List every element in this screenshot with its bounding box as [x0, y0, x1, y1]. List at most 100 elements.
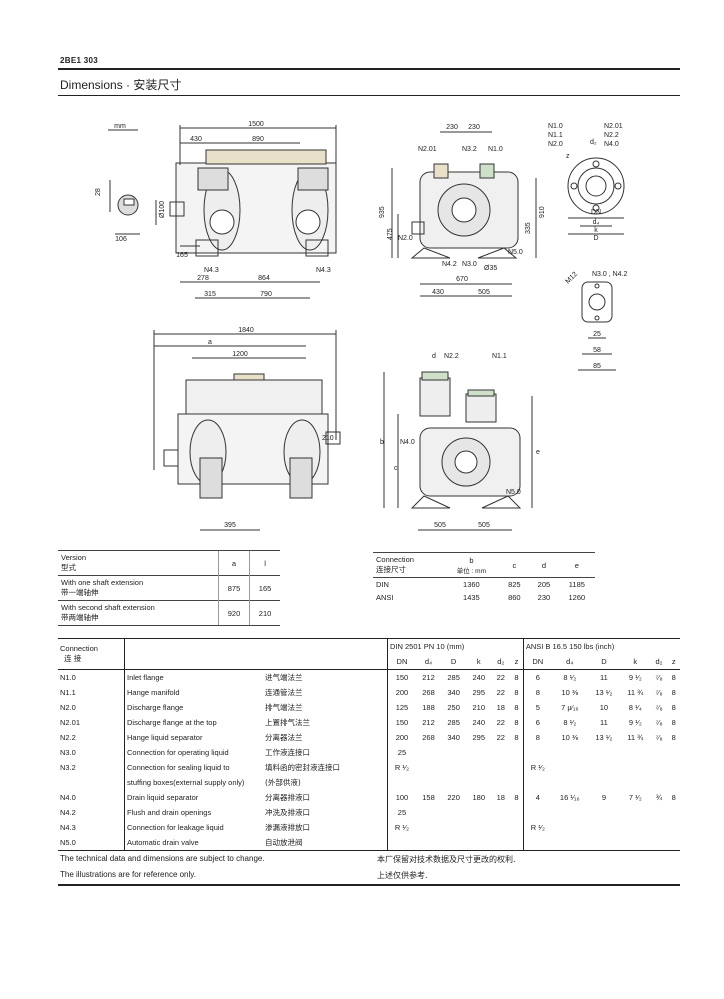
din-value: 285 — [441, 669, 467, 685]
connection-code: N4.2 — [60, 808, 76, 817]
ansi-value: 7 ¹⁄₂ — [628, 793, 642, 802]
ansi-value: 9 ¹⁄₂ — [619, 669, 651, 685]
din-value: 8 — [514, 718, 519, 727]
ansi-value: 8 ¹⁄₂ — [551, 669, 588, 685]
dim-a: a — [208, 339, 212, 346]
din-value: 8 — [514, 733, 519, 742]
ansi-value: 9 — [601, 793, 606, 802]
small-flange-drawing — [578, 281, 616, 371]
din-value: 8 — [514, 793, 519, 802]
ansi-value — [588, 820, 620, 835]
ansi-value — [620, 745, 651, 760]
dim-230-left: 230 — [446, 124, 458, 131]
ansi-value: 8 ¹⁄₂ — [563, 718, 577, 727]
connection-name-zh: 排气端法兰 — [265, 703, 303, 712]
din-value: 340 — [447, 688, 460, 697]
header-rule — [58, 68, 680, 70]
ansi-value — [620, 775, 651, 790]
din-value: 8 — [514, 703, 519, 712]
flange-d: D — [593, 235, 598, 242]
dimension-drawings: 1500 430 890 mm 28 Ø100 106 165 N4.3 N4.… — [95, 121, 628, 531]
din-value — [466, 760, 491, 775]
dim-210: 210 — [322, 435, 334, 442]
bottom-rule — [58, 884, 680, 886]
din-value: 220 — [447, 793, 460, 802]
footer-note-zh-2: 上述仅供参考. — [377, 871, 428, 880]
dim-430-front: 430 — [432, 289, 444, 296]
flange-label-n201: N2.01 — [604, 123, 623, 130]
ansi-value — [588, 775, 620, 790]
label-n20: N2.0 — [398, 235, 413, 242]
connection-name-zh: (外部供液) — [265, 778, 301, 787]
din-value: 268 — [422, 733, 435, 742]
ansi-value — [620, 835, 651, 850]
din-value — [466, 820, 491, 835]
label-n201: N2.01 — [418, 146, 437, 153]
ansi-value: 9 ¹⁄₂ — [628, 718, 642, 727]
din-value — [510, 820, 523, 835]
dim-dia35: Ø35 — [484, 265, 497, 272]
dim-430: 430 — [190, 136, 202, 143]
din-value — [416, 760, 441, 775]
ansi-value: 6 — [522, 669, 552, 685]
dim-935: 935 — [379, 206, 386, 218]
flange-label-n10: N1.0 — [548, 123, 563, 130]
ansi-value: R ¹⁄₂ — [522, 760, 552, 775]
din-value — [441, 745, 466, 760]
din-value: 200 — [386, 685, 416, 700]
ansi-col-header: DN — [522, 654, 552, 670]
ansi-value — [588, 835, 620, 850]
ansi-value — [552, 775, 588, 790]
ansi-value: R ¹⁄₂ — [522, 820, 552, 835]
din-value: 295 — [472, 688, 486, 697]
dim-335: 335 — [525, 222, 532, 234]
connection-name-zh: 自动放泄阀 — [265, 838, 303, 847]
connection-code: N4.0 — [60, 793, 76, 802]
section-title: Dimensions · 安装尺寸 — [60, 78, 182, 92]
side-view-drawing — [108, 125, 337, 299]
ansi-value — [522, 835, 552, 850]
dim-910: 910 — [539, 206, 546, 218]
din-value — [441, 775, 466, 790]
footer-note-en-1: The technical data and dimensions are su… — [60, 854, 265, 863]
ansi-value: 8 — [671, 688, 676, 697]
dim-505-right: 505 — [478, 522, 490, 529]
din-value: 212 — [422, 718, 435, 727]
flange-label-n20: N2.0 — [548, 141, 563, 148]
ansi-value — [522, 775, 552, 790]
ansi-value: 11 ¾ — [627, 688, 644, 697]
ansi-col-header: D — [601, 657, 607, 666]
ansi-value — [552, 805, 588, 820]
connection-name-en: Connection for leakage liquid — [124, 820, 263, 835]
din-value: 150 — [386, 669, 416, 685]
din-value — [416, 775, 441, 790]
ansi-value: 8 — [522, 730, 552, 745]
dim-315: 315 — [204, 291, 216, 298]
din-value — [510, 835, 523, 850]
ansi-value: 5 — [522, 700, 552, 715]
col-a-header: a — [217, 550, 250, 576]
ansi-value: 10 ⅜ — [561, 688, 579, 697]
din-value — [416, 820, 441, 835]
dim-106: 106 — [115, 236, 127, 243]
connection-name-zh: 连通管法兰 — [265, 688, 303, 697]
din-value: 22 — [496, 718, 505, 727]
din-value: 100 — [386, 790, 416, 805]
connection-name-en: stuffing boxes(external supply only) — [124, 775, 263, 790]
din-value: 150 — [386, 715, 416, 730]
ansi-value: ⁷⁄₈ — [655, 718, 663, 727]
label-n10: N1.0 — [488, 146, 503, 153]
connection-code: N1.0 — [58, 669, 125, 685]
din-value: 212 — [415, 669, 442, 685]
col-l-header: l — [249, 550, 280, 576]
label-n50-bottom: N5.0 — [506, 489, 521, 496]
din-value: 295 — [472, 733, 486, 742]
small-flange-25: 25 — [593, 331, 601, 338]
ansi-value: ⁷⁄₈ — [655, 703, 663, 712]
connection-code — [58, 775, 125, 790]
side-view-separator-drawing — [153, 330, 341, 531]
